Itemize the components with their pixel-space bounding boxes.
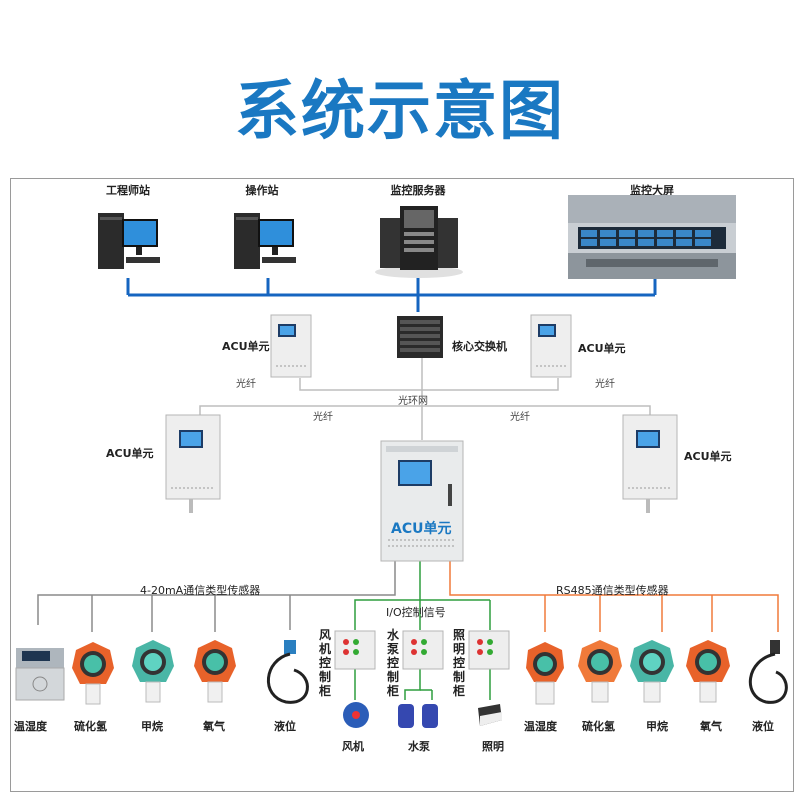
core-switch-label: 核心交换机 (452, 340, 507, 353)
sensor-label-l4: 氧气 (203, 720, 225, 733)
video-wall-icon (568, 195, 736, 279)
acu-cabinet-left (165, 414, 221, 513)
network-bus (126, 278, 657, 312)
diagram-frame (10, 178, 794, 792)
rs485-bus (449, 560, 779, 632)
rs485-h2s-sensor-icon (578, 640, 622, 703)
operator-station-label: 操作站 (245, 184, 279, 197)
monitor-screen-label: 监控大屏 (630, 184, 674, 197)
fiber-label-mid-right: 光纤 (510, 412, 530, 423)
lighting-icon (478, 704, 502, 726)
engineer-pc-icon (98, 213, 160, 269)
rs485-level-sensor-icon (748, 640, 788, 704)
sensor-label-r5: 液位 (752, 720, 774, 733)
main-acu-label: ACU单元 (391, 521, 452, 537)
acu-label-upper-left: ACU单元 (222, 340, 270, 353)
analog-bus (37, 560, 396, 632)
fiber-label-upper-left: 光纤 (236, 379, 256, 390)
ring-network-label: 光环网 (398, 396, 428, 407)
sensor-label-r3: 甲烷 (646, 720, 668, 733)
oxygen-sensor-icon (194, 640, 236, 703)
sensor-label-l3: 甲烷 (141, 720, 163, 733)
sensor-label-l2: 硫化氢 (74, 720, 107, 733)
fan-icon (343, 702, 369, 728)
acu-cabinet-upper-right (530, 314, 572, 378)
acu-label-right: ACU单元 (684, 450, 732, 463)
monitor-server-label: 监控服务器 (390, 184, 446, 197)
sensor-label-l5: 液位 (274, 720, 296, 733)
rs485-oxygen-sensor-icon (686, 640, 730, 703)
core-switch-icon (397, 316, 443, 358)
rs485-temp-humidity-sensor-icon (526, 642, 564, 705)
sensor-label-r4: 氧气 (700, 720, 722, 733)
lighting-cabinet-label: 照明控制柜 (452, 628, 465, 698)
sensor-label-r2: 硫化氢 (582, 720, 615, 733)
device-label-light: 照明 (482, 740, 504, 753)
acu-label-left: ACU单元 (106, 447, 154, 460)
device-label-fan: 风机 (342, 740, 364, 753)
methane-sensor-icon (132, 640, 174, 703)
fan-cabinet-label: 风机控制柜 (318, 628, 331, 698)
main-acu-cabinet (380, 440, 464, 562)
io-signal-group-title: I/O控制信号 (386, 606, 446, 619)
h2s-sensor-icon (72, 642, 114, 705)
diagram-title: 系统示意图 (235, 75, 565, 149)
fiber-ring (199, 358, 651, 440)
fiber-label-upper-right: 光纤 (595, 379, 615, 390)
level-sensor-icon (267, 640, 309, 704)
server-icon (375, 206, 463, 278)
acu-cabinet-right (622, 414, 678, 513)
sensor-label-l1: 温湿度 (14, 720, 47, 733)
rs485-sensor-group-title: RS485通信类型传感器 (556, 584, 669, 597)
fiber-label-mid-left: 光纤 (313, 412, 333, 423)
temp-humidity-sensor-icon (15, 648, 65, 701)
acu-cabinet-upper-left (270, 314, 312, 378)
pump-control-cabinet (402, 630, 444, 670)
io-bus (354, 560, 491, 700)
analog-sensor-group-title: 4-20mA通信类型传感器 (140, 584, 261, 597)
water-pump-icon (398, 704, 438, 728)
rs485-methane-sensor-icon (630, 640, 674, 703)
sensor-label-r1: 温湿度 (524, 720, 557, 733)
engineer-station-label: 工程师站 (106, 184, 150, 197)
lighting-control-cabinet (468, 630, 510, 670)
device-label-pump: 水泵 (408, 740, 430, 753)
operator-pc-icon (234, 213, 296, 269)
acu-label-upper-right: ACU单元 (578, 342, 626, 355)
fan-control-cabinet (334, 630, 376, 670)
pump-cabinet-label: 水泵控制柜 (386, 628, 399, 698)
